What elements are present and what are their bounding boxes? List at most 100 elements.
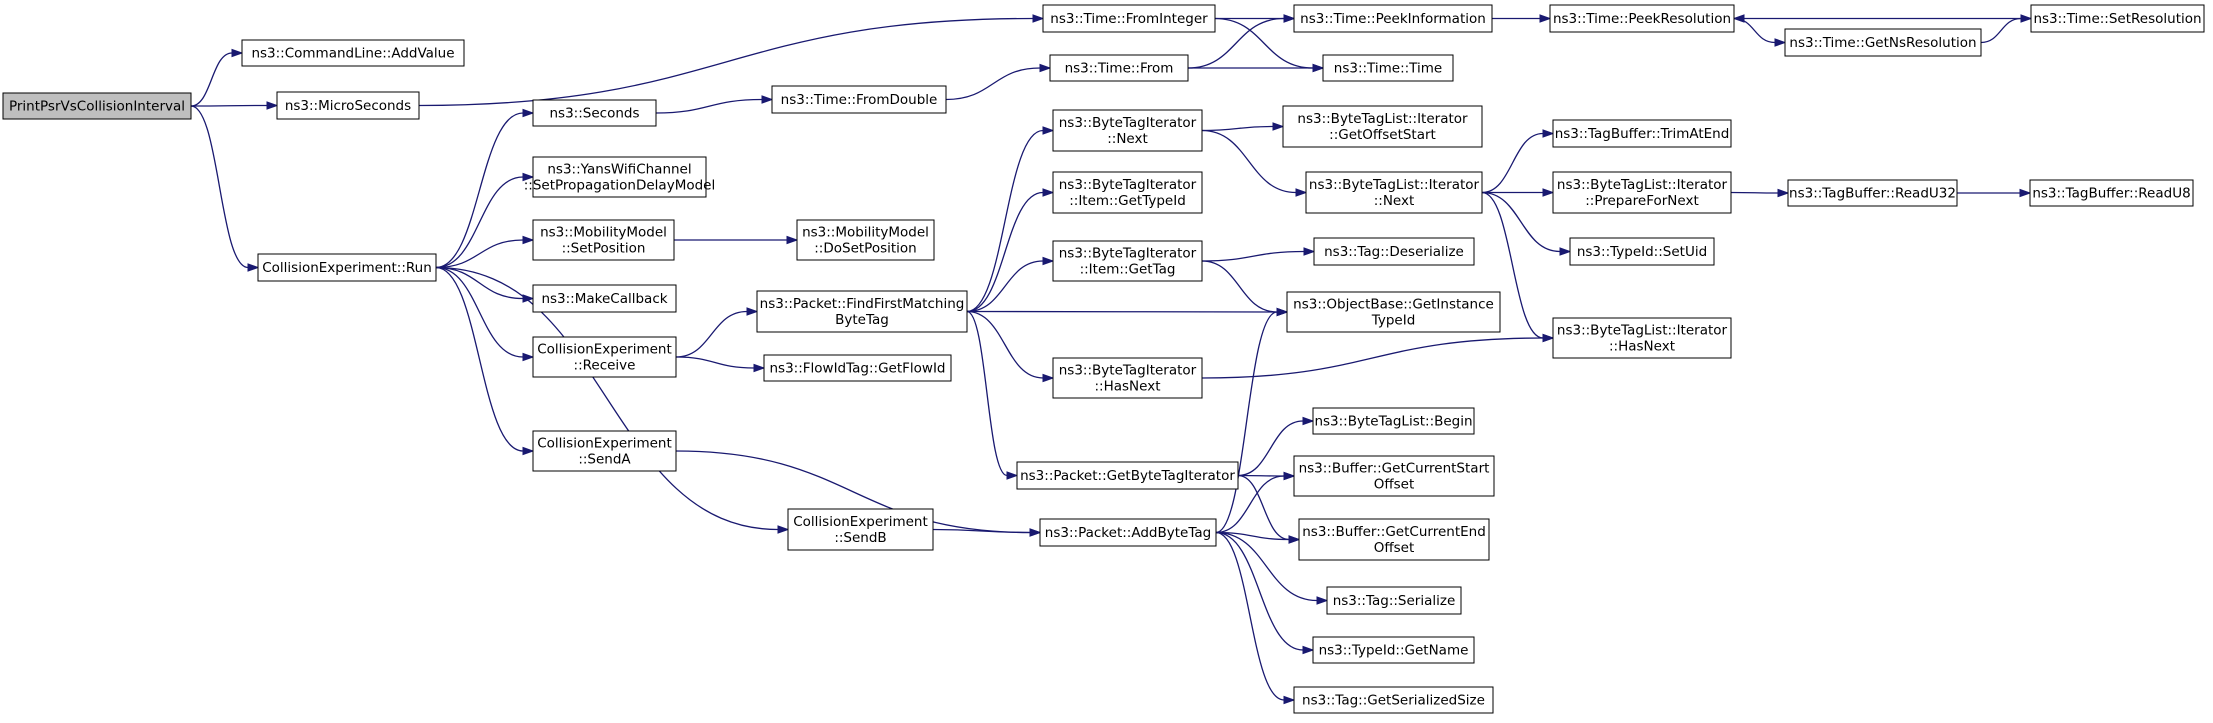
node-addbytetag[interactable]: ns3::Packet::AddByteTag bbox=[1039, 518, 1217, 547]
node-label: ns3::MobilityModel bbox=[540, 225, 667, 241]
arrow-head bbox=[1559, 247, 1572, 256]
node-bti-gettypeid[interactable]: ns3::ByteTagIterator::Item::GetTypeId bbox=[1052, 171, 1203, 214]
node-senda[interactable]: CollisionExperiment::SendA bbox=[532, 430, 677, 472]
node-label: ::Next bbox=[1107, 131, 1148, 147]
node-box bbox=[532, 99, 657, 127]
edge-run-to-receive bbox=[435, 266, 524, 358]
node-label: ::SetPropagationDelayModel bbox=[524, 178, 715, 194]
node-label: ns3::YansWifiChannel bbox=[547, 162, 691, 178]
node-sendb[interactable]: CollisionExperiment::SendB bbox=[787, 508, 934, 551]
arrow-head bbox=[522, 172, 535, 182]
node-label: ns3::ByteTagIterator bbox=[1059, 246, 1197, 262]
node-tag-getsize[interactable]: ns3::Tag::GetSerializedSize bbox=[1293, 686, 1494, 714]
node-label: ::HasNext bbox=[1094, 379, 1160, 395]
node-getbytetagiter[interactable]: ns3::Packet::GetByteTagIterator bbox=[1016, 461, 1239, 490]
node-label: ns3::Buffer::GetCurrentEnd bbox=[1302, 524, 1486, 540]
node-label: ns3::ByteTagList::Iterator bbox=[1309, 177, 1480, 193]
edge-fromdouble-to-from bbox=[945, 67, 1041, 101]
edge-addbytetag-to-tag-getsize bbox=[1215, 531, 1285, 701]
node-box bbox=[1305, 171, 1483, 214]
node-btl-next[interactable]: ns3::ByteTagList::Iterator::Next bbox=[1305, 171, 1483, 214]
node-yans[interactable]: ns3::YansWifiChannel::SetPropagationDela… bbox=[524, 156, 715, 198]
node-receive[interactable]: CollisionExperiment::Receive bbox=[532, 336, 677, 378]
node-fromdouble[interactable]: ns3::Time::FromDouble bbox=[771, 85, 947, 114]
node-from[interactable]: ns3::Time::From bbox=[1049, 54, 1189, 82]
arrow-head bbox=[1539, 14, 1552, 23]
node-label: ns3::MicroSeconds bbox=[285, 98, 411, 114]
node-flowid[interactable]: ns3::FlowIdTag::GetFlowId bbox=[763, 354, 952, 382]
node-peekinfo[interactable]: ns3::Time::PeekInformation bbox=[1293, 4, 1493, 33]
node-box bbox=[1298, 518, 1490, 561]
node-label: ns3::Time::From bbox=[1065, 61, 1174, 77]
edge-bti-next-to-btl-next bbox=[1201, 129, 1297, 194]
node-box bbox=[796, 219, 935, 261]
node-tb-readu32[interactable]: ns3::TagBuffer::ReadU32 bbox=[1787, 179, 1958, 207]
node-tag-ser[interactable]: ns3::Tag::Serialize bbox=[1326, 586, 1462, 615]
node-label: ns3::ByteTagIterator bbox=[1059, 115, 1197, 131]
node-cmd-addvalue[interactable]: ns3::CommandLine::AddValue bbox=[241, 39, 465, 67]
node-box bbox=[1312, 407, 1475, 435]
node-typeid-getname[interactable]: ns3::TypeId::GetName bbox=[1312, 636, 1475, 664]
edge-getbytetagiter-to-btl-begin bbox=[1237, 420, 1304, 477]
edge-peekres-to-getnsres bbox=[1733, 17, 1776, 44]
edge-bti-gettag-to-tag-deser bbox=[1201, 250, 1305, 262]
arrow-head bbox=[1042, 373, 1055, 383]
node-box bbox=[1552, 171, 1732, 214]
node-bti-next[interactable]: ns3::ByteTagIterator::Next bbox=[1052, 109, 1203, 152]
node-time[interactable]: ns3::Time::Time bbox=[1322, 54, 1454, 82]
node-box bbox=[1052, 109, 1203, 152]
node-btl-begin[interactable]: ns3::ByteTagList::Begin bbox=[1312, 407, 1475, 435]
node-box bbox=[1549, 4, 1735, 33]
edge-root-to-microseconds bbox=[190, 104, 268, 107]
node-label: ns3::ByteTagList::Iterator bbox=[1557, 177, 1728, 193]
arrow-head bbox=[1316, 596, 1329, 605]
arrow-head bbox=[1302, 645, 1315, 655]
edge-getbytetagiter-to-buf-end bbox=[1237, 474, 1290, 541]
node-label: ns3::ByteTagIterator bbox=[1059, 177, 1197, 193]
node-label: PrintPsrVsCollisionInterval bbox=[9, 99, 185, 115]
node-label: ::Item::GetTag bbox=[1080, 262, 1176, 278]
node-mob-setpos[interactable]: ns3::MobilityModel::SetPosition bbox=[532, 219, 675, 261]
node-bti-gettag[interactable]: ns3::ByteTagIterator::Item::GetTag bbox=[1052, 240, 1203, 282]
arrow-head bbox=[1283, 695, 1296, 705]
node-microseconds[interactable]: ns3::MicroSeconds bbox=[276, 91, 420, 120]
arrow-head bbox=[1272, 122, 1285, 131]
node-label: CollisionExperiment bbox=[537, 436, 672, 452]
node-bti-hasnext[interactable]: ns3::ByteTagIterator::HasNext bbox=[1052, 357, 1203, 399]
edge-fromint-to-time bbox=[1214, 17, 1314, 69]
node-btl-prepare[interactable]: ns3::ByteTagList::Iterator::PrepareForNe… bbox=[1552, 171, 1732, 214]
arrow-head bbox=[1029, 528, 1042, 537]
node-label: ns3::TagBuffer::TrimAtEnd bbox=[1555, 126, 1730, 142]
node-label: ns3::ByteTagList::Begin bbox=[1314, 414, 1472, 430]
node-seconds[interactable]: ns3::Seconds bbox=[532, 99, 657, 127]
node-box bbox=[2, 92, 192, 120]
node-tb-readu8[interactable]: ns3::TagBuffer::ReadU8 bbox=[2029, 179, 2194, 207]
node-makecallback[interactable]: ns3::MakeCallback bbox=[532, 284, 677, 313]
node-tag-deser[interactable]: ns3::Tag::Deserialize bbox=[1313, 237, 1475, 266]
node-setres[interactable]: ns3::Time::SetResolution bbox=[2030, 4, 2205, 33]
node-mob-dosetpos[interactable]: ns3::MobilityModel::DoSetPosition bbox=[796, 219, 935, 261]
nodes-layer: PrintPsrVsCollisionInterval ns3::CommandL… bbox=[2, 4, 2205, 714]
node-getnsres[interactable]: ns3::Time::GetNsResolution bbox=[1784, 28, 1982, 57]
node-label: ::SendB bbox=[834, 530, 886, 546]
arrow-head bbox=[266, 101, 279, 110]
node-fromint[interactable]: ns3::Time::FromInteger bbox=[1042, 4, 1216, 33]
node-run[interactable]: CollisionExperiment::Run bbox=[257, 253, 437, 282]
node-peekres[interactable]: ns3::Time::PeekResolution bbox=[1549, 4, 1735, 33]
edge-root-to-cmd-addvalue bbox=[190, 52, 233, 107]
node-root[interactable]: PrintPsrVsCollisionInterval bbox=[2, 92, 192, 120]
arrow-head bbox=[1312, 63, 1325, 73]
node-label: ns3::ByteTagList::Iterator bbox=[1557, 323, 1728, 339]
edge-from-to-peekinfo bbox=[1187, 17, 1285, 69]
node-btl-hasnext[interactable]: ns3::ByteTagList::Iterator::HasNext bbox=[1552, 317, 1732, 359]
node-box bbox=[1052, 357, 1203, 399]
node-btl-getoffset[interactable]: ns3::ByteTagList::Iterator::GetOffsetSta… bbox=[1282, 105, 1483, 148]
node-tb-trim[interactable]: ns3::TagBuffer::TrimAtEnd bbox=[1552, 119, 1732, 148]
node-typeid-setuid[interactable]: ns3::TypeId::SetUid bbox=[1569, 237, 1715, 266]
node-label: ns3::Time::PeekResolution bbox=[1553, 11, 1731, 27]
